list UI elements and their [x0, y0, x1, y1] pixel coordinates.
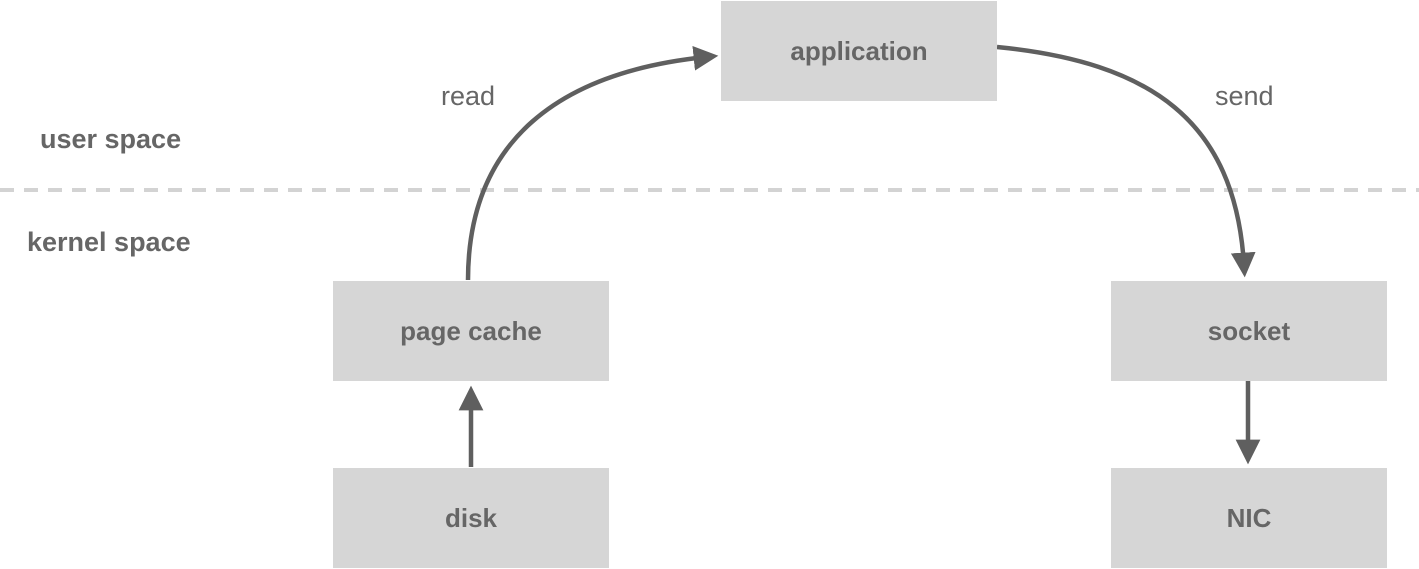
kernel-space-label: kernel space — [27, 227, 191, 257]
page-cache-node: page cache — [333, 281, 609, 381]
disk-node: disk — [333, 468, 609, 568]
read-arrow — [465, 45, 719, 281]
user-space-label: user space — [40, 124, 182, 154]
read-label: read — [441, 81, 496, 111]
socket-node: socket — [1111, 281, 1387, 381]
nic-node: NIC — [1111, 468, 1387, 568]
send-arrow — [996, 44, 1256, 278]
send-label: send — [1215, 81, 1274, 111]
application-node: application — [721, 1, 997, 101]
